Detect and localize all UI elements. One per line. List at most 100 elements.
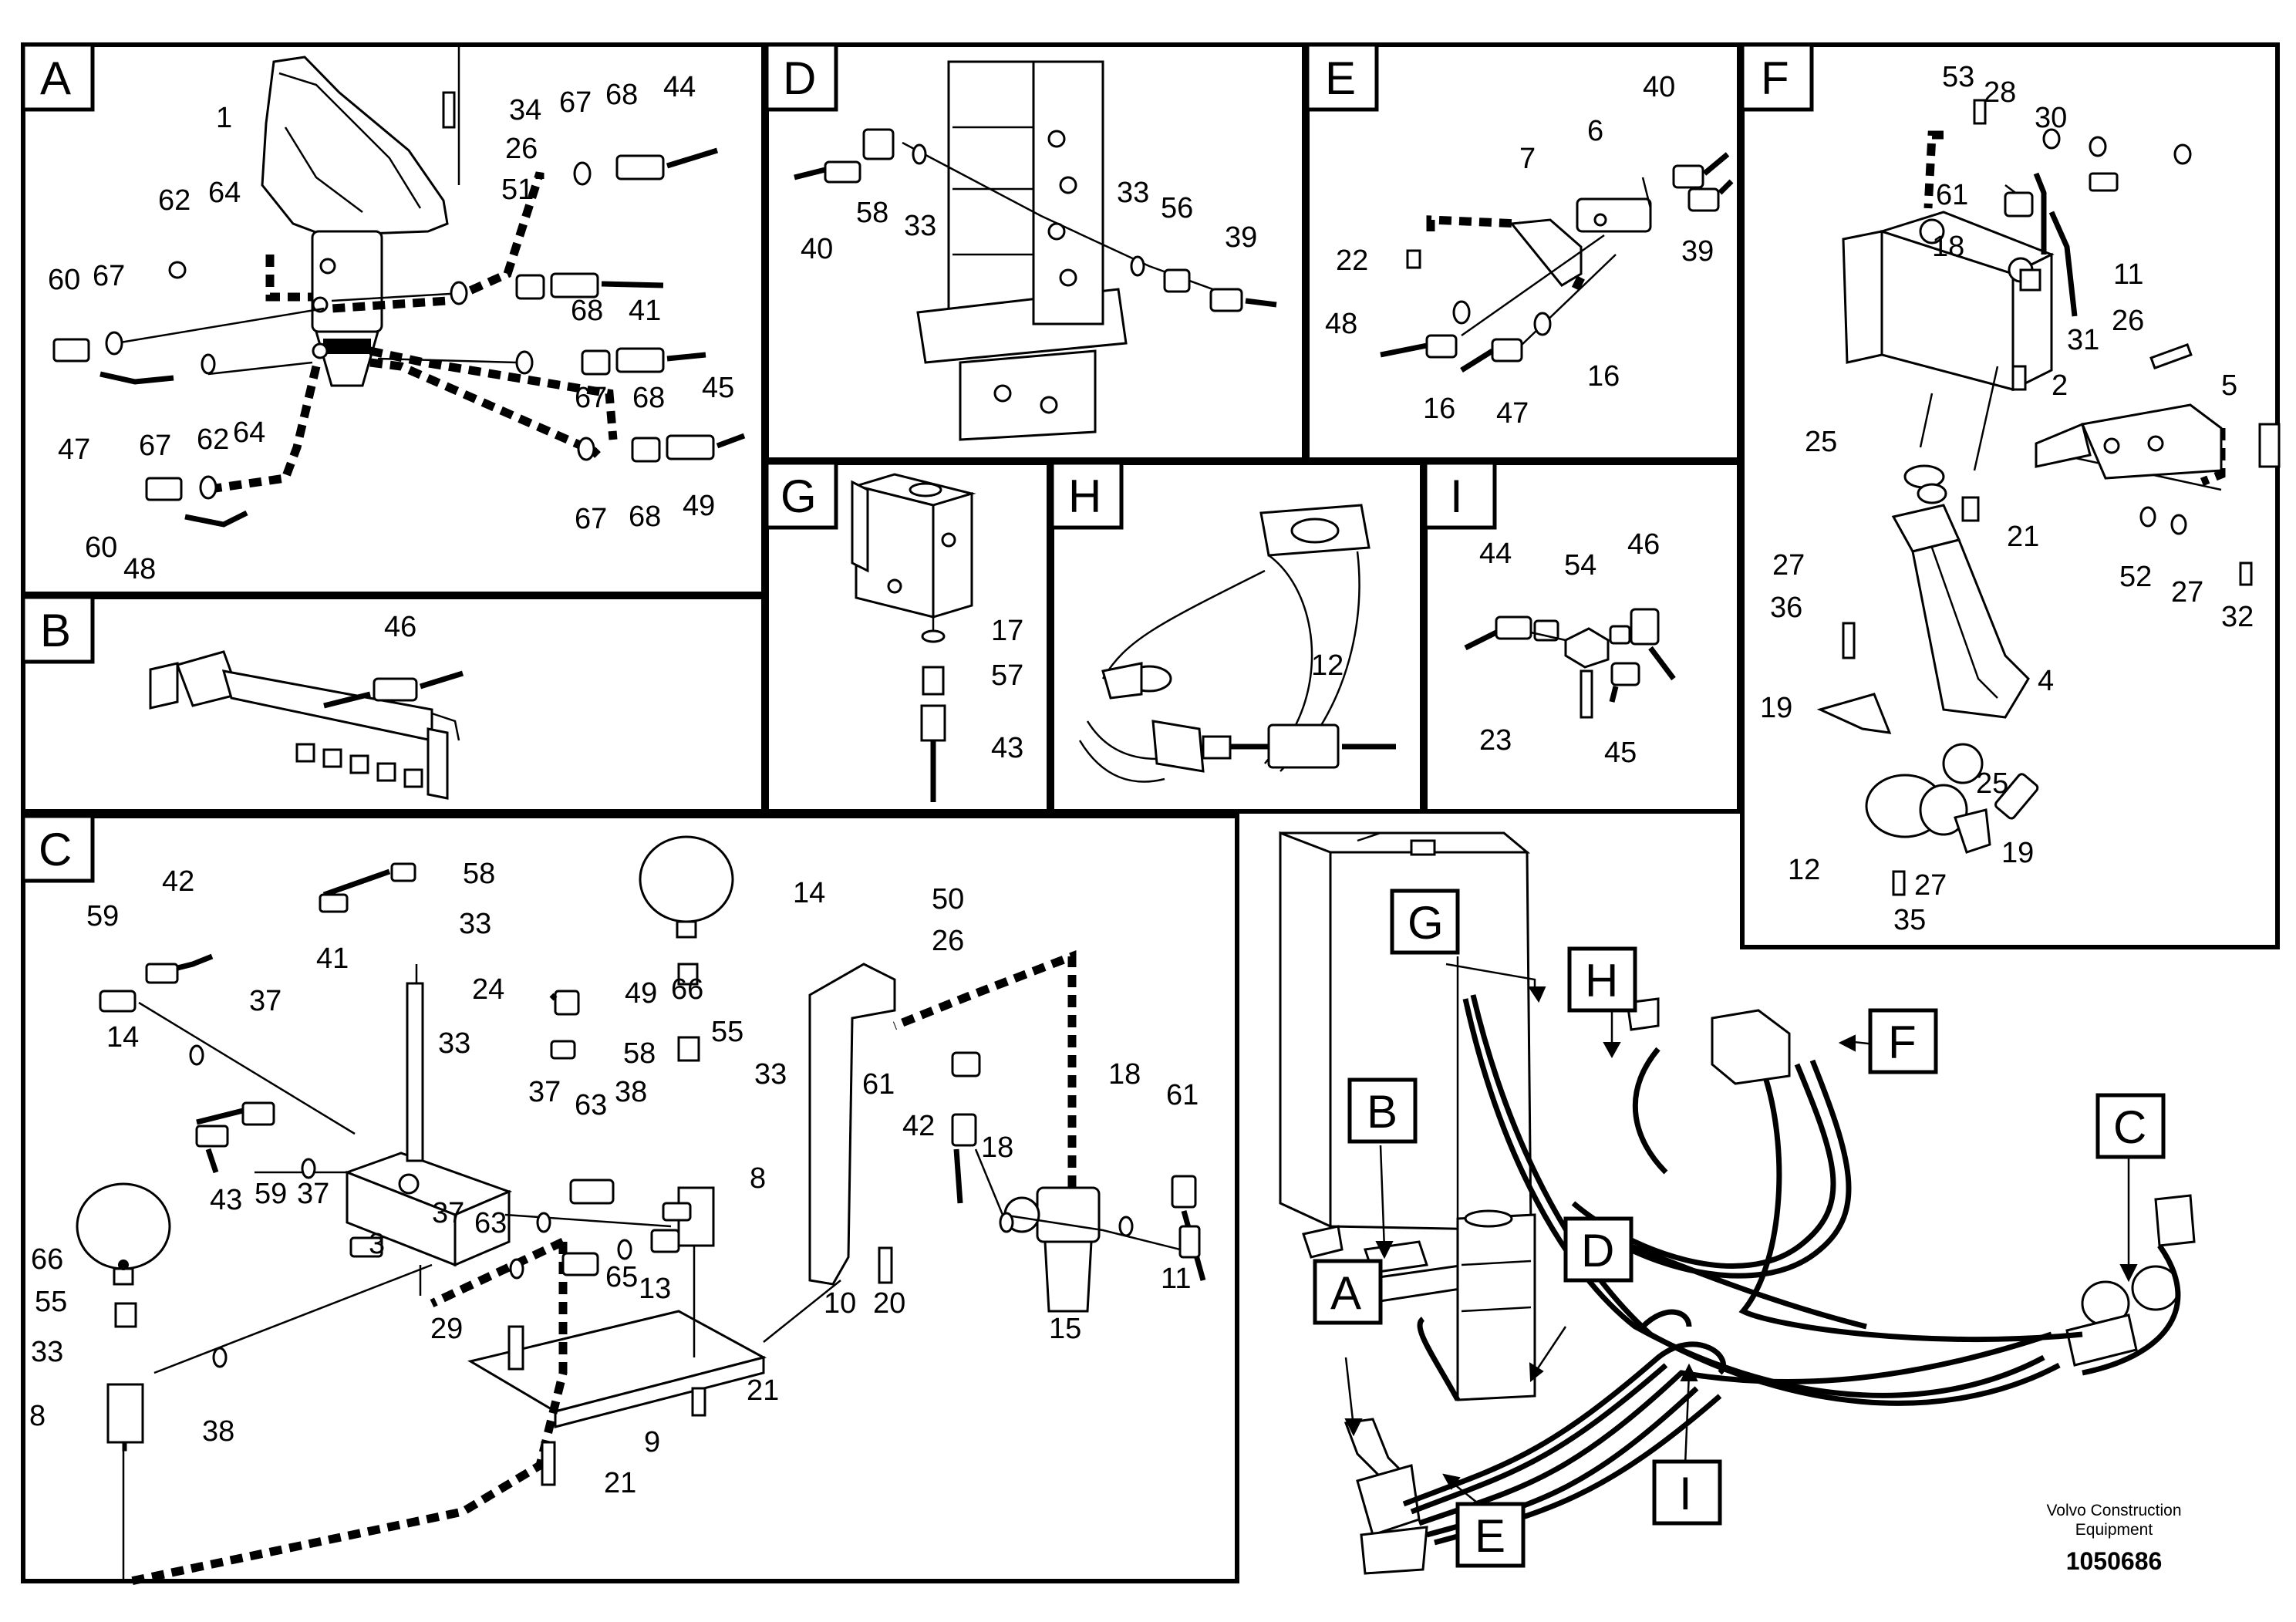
callout: 68 — [571, 295, 603, 327]
callout: 41 — [316, 943, 349, 975]
callout: 58 — [463, 858, 495, 890]
callouts-e: 40 7 6 39 22 48 16 47 16 — [1325, 71, 1714, 430]
callout: 57 — [991, 659, 1023, 692]
callout: 67 — [575, 382, 607, 414]
callout: 40 — [1643, 71, 1675, 103]
callout: 6 — [1587, 115, 1603, 147]
callout: 48 — [1325, 308, 1357, 340]
panel-g-illustration — [851, 473, 976, 802]
callout: 21 — [747, 1374, 779, 1407]
callout: 12 — [1311, 649, 1344, 682]
callouts-b: 46 — [384, 611, 416, 643]
callout: 29 — [430, 1313, 463, 1345]
callout: 68 — [605, 79, 638, 111]
panel-i-label: I — [1450, 470, 1463, 522]
panel-g-label: G — [781, 470, 817, 522]
panel-h-label: H — [1068, 470, 1101, 522]
callout: 61 — [1166, 1079, 1199, 1111]
callouts-c: 42 59 58 41 33 24 14 37 14 43 59 37 33 5… — [29, 858, 1199, 1499]
callout: 46 — [384, 611, 416, 643]
overview-tag-f: F — [1888, 1017, 1917, 1068]
callout: 64 — [208, 177, 241, 209]
callout: 21 — [604, 1467, 636, 1499]
panel-frames — [21, 42, 2280, 1583]
callout: 31 — [2067, 324, 2099, 356]
callout: 20 — [873, 1287, 905, 1320]
panel-b-label: B — [40, 605, 71, 656]
callout: 16 — [1587, 360, 1620, 393]
callout: 60 — [48, 264, 80, 296]
callout: 18 — [1932, 231, 1964, 263]
callout: 19 — [2001, 837, 2034, 869]
callout: 58 — [623, 1037, 656, 1070]
callout: 44 — [663, 71, 696, 103]
callout: 63 — [575, 1089, 607, 1121]
panel-h-frame — [1050, 460, 1424, 814]
callout: 34 — [509, 94, 541, 126]
brand-line-1: Volvo Construction — [2046, 1502, 2181, 1519]
callout: 66 — [671, 973, 703, 1006]
callout: 68 — [629, 501, 661, 533]
callout: 37 — [528, 1076, 561, 1108]
callout: 17 — [991, 615, 1023, 647]
panel-g-frame — [764, 460, 1051, 814]
callout: 39 — [1225, 221, 1257, 254]
callout: 41 — [629, 295, 661, 327]
callout: 62 — [197, 423, 229, 456]
callout: 36 — [1770, 592, 1802, 624]
callout: 11 — [1161, 1263, 1191, 1295]
callout: 23 — [1479, 724, 1512, 757]
panel-d-illustration — [794, 60, 1277, 441]
callout: 10 — [824, 1287, 856, 1320]
callout: 33 — [459, 908, 491, 940]
overview-tags: G H F B C D A E I — [1313, 889, 2166, 1568]
callout: 42 — [162, 865, 194, 898]
callout: 47 — [1496, 397, 1529, 430]
panel-labels: A B C D E F G H I — [21, 42, 1814, 883]
callout: 49 — [625, 977, 657, 1010]
overview-tag-h: H — [1585, 955, 1618, 1007]
callout: 55 — [711, 1016, 743, 1048]
callouts-h: 12 — [1311, 649, 1344, 682]
callout: 27 — [1772, 549, 1805, 582]
callout: 43 — [991, 732, 1023, 764]
overview-tag-e: E — [1475, 1510, 1505, 1562]
panel-d-frame — [764, 42, 1306, 462]
callouts-a: 1 34 67 68 44 26 51 62 64 60 67 68 41 67… — [48, 71, 734, 585]
callout: 55 — [35, 1286, 67, 1318]
callout: 33 — [1117, 177, 1149, 209]
callout: 44 — [1479, 538, 1512, 570]
callout: 8 — [750, 1162, 766, 1195]
callouts-f: 53 28 30 61 18 11 31 26 2 5 25 21 27 36 … — [1760, 61, 2254, 936]
brand-line-2: Equipment — [2075, 1521, 2153, 1539]
panel-b-illustration — [149, 650, 464, 800]
panel-f-illustration — [1816, 99, 2281, 896]
overview-tag-i: I — [1679, 1468, 1692, 1519]
callout: 63 — [474, 1207, 507, 1239]
callout: 59 — [86, 900, 119, 932]
callout: 32 — [2221, 601, 2254, 633]
callouts-d: 40 58 33 33 56 39 — [801, 177, 1257, 265]
panel-a-label: A — [40, 52, 71, 104]
panel-h-illustration — [1078, 504, 1396, 783]
panel-f-frame — [1740, 42, 2280, 949]
callout: 33 — [754, 1058, 787, 1091]
callout: 33 — [31, 1336, 63, 1368]
callout: 13 — [639, 1273, 671, 1305]
callout: 28 — [1984, 76, 2016, 109]
callout: 33 — [438, 1027, 470, 1060]
callout: 67 — [93, 260, 125, 292]
callout: 33 — [904, 210, 936, 242]
callout: 19 — [1760, 692, 1792, 724]
panel-i-frame — [1423, 460, 1741, 814]
callout: 51 — [501, 174, 534, 206]
callout: 62 — [158, 184, 190, 217]
callout: 56 — [1161, 192, 1193, 224]
callout: 43 — [210, 1184, 242, 1216]
callout: 37 — [432, 1197, 464, 1229]
callout: 53 — [1942, 61, 1974, 93]
callout: 68 — [632, 382, 665, 414]
callout: 11 — [2113, 258, 2143, 291]
panel-c-illustration — [76, 835, 1206, 1586]
